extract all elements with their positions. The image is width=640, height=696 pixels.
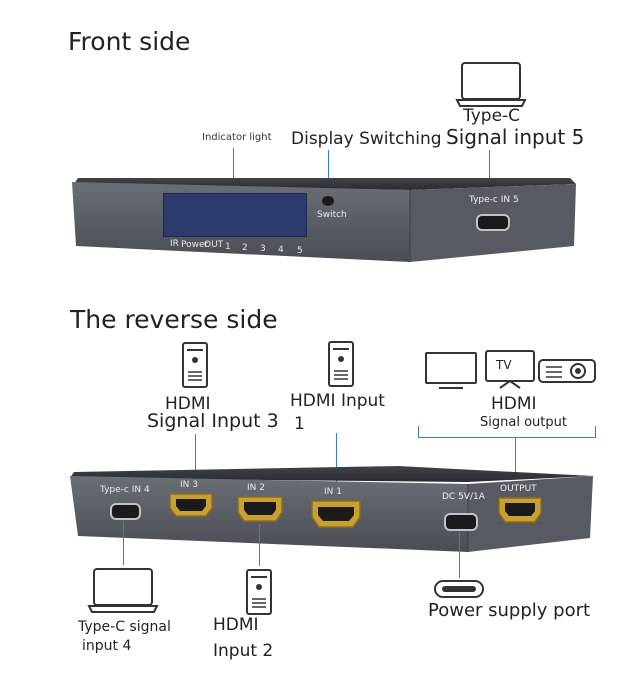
typec5-title: Type-C: [463, 106, 521, 126]
tv-text: TV: [496, 358, 512, 372]
output-bracket-right: [595, 426, 597, 438]
hdmi-port-icon: [498, 497, 542, 523]
typec5-leader-line: [489, 150, 491, 188]
hdmi-port-icon: [237, 496, 283, 522]
led-label-5: 5: [297, 246, 303, 256]
led-label-3: 3: [260, 244, 266, 254]
led-label-4: 4: [278, 245, 284, 255]
output-title: HDMI: [491, 394, 537, 414]
lcd-indicator-panel: [163, 193, 307, 237]
hdmi3-leader-line: [195, 434, 197, 482]
output-subtitle: Signal output: [480, 415, 567, 430]
switch-button[interactable]: [322, 196, 334, 206]
hdmi-port-icon: [311, 500, 361, 528]
typec4-port: [110, 503, 141, 520]
typec4-label-line2: input 4: [82, 638, 132, 654]
hdmi2-leader-line: [259, 524, 261, 566]
hdmi3-title: HDMI: [165, 394, 211, 414]
switch-leader-line: [328, 150, 330, 194]
power-leader-line: [459, 532, 461, 578]
led-label-2: 2: [242, 243, 248, 253]
hdmi-port-icon: [169, 493, 213, 517]
typec5-port: [476, 214, 510, 231]
typec5-subtitle: Signal input 5: [446, 125, 585, 149]
display-switching-label: Display Switching: [291, 129, 442, 149]
indicator-light-label: Indicator light: [202, 132, 272, 143]
monitor-icon: [425, 352, 477, 389]
output-bracket-left: [418, 426, 420, 438]
power-supply-label: Power supply port: [428, 600, 591, 621]
led-label-1: 1: [225, 242, 231, 252]
typec4-port-label: Type-c IN 4: [100, 485, 150, 495]
switch-small-label: Switch: [317, 210, 347, 220]
hdmi1-title: HDMI Input: [290, 391, 385, 411]
led-label-out: OUT: [204, 240, 224, 250]
usb-c-icon: [434, 580, 484, 598]
output-bracket: [418, 437, 596, 439]
pc-tower-icon: [246, 569, 272, 615]
reverse-side-heading: The reverse side: [70, 305, 278, 334]
front-side-heading: Front side: [68, 27, 191, 56]
typec4-leader-line: [123, 521, 125, 565]
laptop-icon: [87, 568, 159, 613]
indicator-leader-line: [233, 148, 235, 192]
in1-port-label: IN 1: [324, 487, 342, 497]
hdmi1-leader-line: [336, 433, 338, 483]
pc-tower-icon: [328, 341, 354, 387]
dc-port-label: DC 5V/1A: [442, 492, 485, 502]
in2-port-label: IN 2: [247, 483, 265, 493]
hdmi2-title: HDMI: [213, 615, 259, 635]
output-leader-line: [515, 437, 517, 479]
hdmi3-subtitle: Signal Input 3: [147, 410, 279, 432]
output-port-label: OUTPUT: [500, 484, 537, 494]
pc-tower-icon: [182, 342, 208, 388]
hdmi2-subtitle: Input 2: [213, 641, 274, 661]
laptop-icon: [455, 62, 527, 107]
in3-port-label: IN 3: [180, 480, 198, 490]
projector-icon: [538, 359, 596, 383]
hdmi1-number: 1: [294, 414, 305, 434]
dc-power-port: [444, 513, 478, 531]
led-label-power: Power: [181, 240, 209, 250]
typec5-port-label: Type-c IN 5: [469, 195, 519, 205]
tv-icon: [485, 350, 535, 389]
typec4-label-line1: Type-C signal: [78, 619, 171, 635]
led-label-ir: IR: [170, 239, 179, 249]
